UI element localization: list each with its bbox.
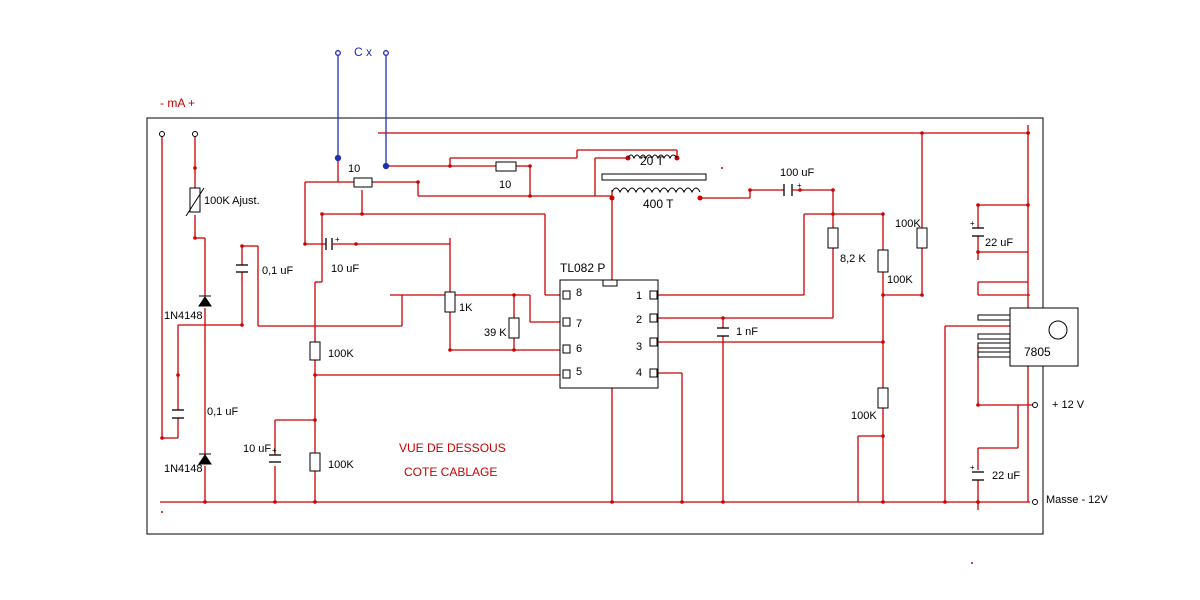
pin-8: 8 [576, 287, 582, 299]
adjust-label: 100K Ajust. [204, 195, 260, 207]
cap-1n-label: 1 nF [736, 326, 758, 338]
cap-100u-label: 100 uF [780, 167, 815, 179]
resistor-100k-e [877, 387, 889, 409]
res-1k-label: 1K [459, 302, 473, 314]
cap-22u-b-label: 22 uF [992, 470, 1020, 482]
resistor-100k-b [309, 452, 321, 472]
plus12-label: + 12 V [1052, 399, 1085, 411]
svg-text:+: + [272, 446, 277, 455]
masse-label: Masse - 12V [1046, 494, 1108, 506]
cap-10-b-label: 10 uF [243, 443, 271, 455]
resistors [189, 161, 928, 472]
transformer-core [601, 173, 707, 181]
cap-10-a-label: 10 uF [331, 263, 359, 275]
res-100k-c-label: 100K [887, 274, 913, 286]
ic-tl082 [559, 279, 659, 389]
meter-label: - mA + [160, 96, 195, 110]
pin-6: 6 [576, 343, 582, 355]
resistor-39k [508, 317, 520, 339]
pin-3: 3 [636, 341, 642, 353]
t20-label: 20 T [640, 154, 664, 168]
res-39k-label: 39 K [484, 327, 507, 339]
res-100k-a-label: 100K [328, 348, 354, 360]
resistor-adjust [189, 187, 201, 213]
reg-label: 7805 [1024, 345, 1051, 359]
coil-20t [627, 154, 678, 160]
res-10-label: 10 [499, 179, 511, 191]
svg-text:+: + [335, 235, 340, 244]
cx-label: C x [354, 45, 372, 59]
resistor-10 [495, 161, 517, 172]
pin-4: 4 [636, 367, 642, 379]
res-100k-d-label: 100K [895, 218, 921, 230]
svg-text:+: + [797, 181, 802, 190]
resistor-8k2 [827, 227, 839, 249]
adjust-arrow [185, 187, 205, 217]
view-title-2: COTE CABLAGE [404, 465, 497, 479]
t400-label: 400 T [643, 197, 674, 211]
cap-01-b-label: 0,1 uF [207, 406, 238, 418]
res-100k-e-label: 100K [851, 410, 877, 422]
coil-400t [611, 187, 701, 194]
res-8k2-label: 8,2 K [840, 253, 866, 265]
pin-7: 7 [576, 318, 582, 330]
resistor-100k-a [309, 341, 321, 361]
transformer [601, 154, 707, 194]
res-10-top-label: 10 [348, 163, 360, 175]
capacitors [172, 184, 984, 481]
resistor-100k-d [916, 227, 928, 249]
regulator-7805 [977, 307, 1079, 367]
svg-text:+: + [970, 463, 975, 472]
view-title-1: VUE DE DESSOUS [399, 441, 506, 455]
resistor-1k [444, 291, 456, 313]
resistor-10-top [353, 177, 373, 188]
ic-label: TL082 P [560, 261, 605, 275]
wiring [160, 125, 1035, 510]
pin-2: 2 [636, 314, 642, 326]
diode2-label: 1N4148 [164, 463, 203, 475]
diode1-label: 1N4148 [164, 310, 203, 322]
diode-2 [198, 454, 212, 465]
pin-1: 1 [636, 290, 642, 302]
pin-5: 5 [576, 366, 582, 378]
svg-text:+: + [970, 219, 975, 228]
junction-dots [160, 131, 1030, 564]
resistor-100k-c [877, 249, 889, 273]
cap-01-a-label: 0,1 uF [262, 265, 293, 277]
diode-1 [198, 296, 212, 307]
cap-22u-a-label: 22 uF [985, 237, 1013, 249]
res-100k-b-label: 100K [328, 459, 354, 471]
terminals [159, 131, 1038, 505]
cx-probe [334, 50, 390, 170]
diodes [198, 295, 212, 465]
